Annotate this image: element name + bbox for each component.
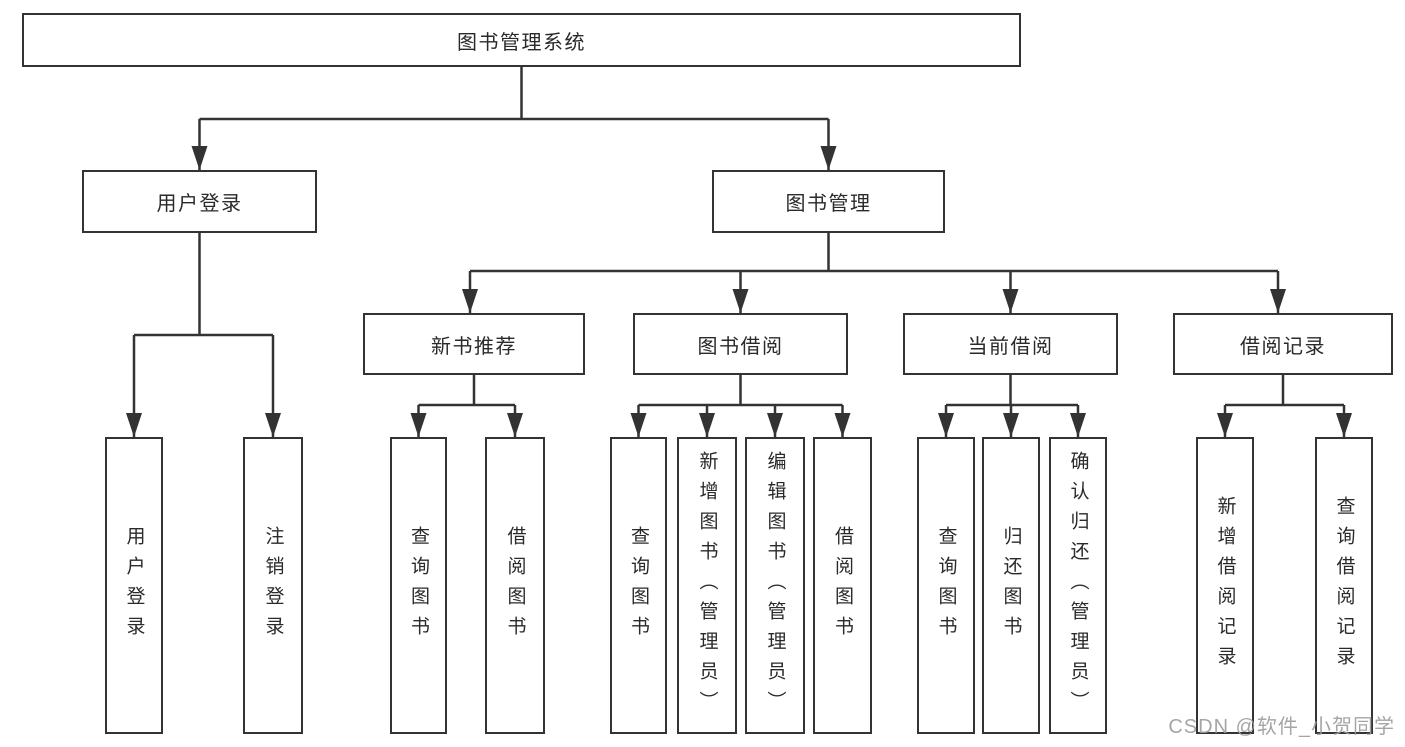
leaf-bb-query-books: 查询图书 [610,437,667,734]
node-book-management: 图书管理 [712,170,945,233]
leaf-bb-add-books-admin: 新增图书（管理员） [677,437,737,734]
leaf-user-login: 用户登录 [105,437,163,734]
csdn-watermark: CSDN @软件_小贺同学 [1168,716,1395,738]
branch-trunks [134,67,1344,407]
node-book-borrow: 图书借阅 [633,313,848,375]
leaf-nb-query-books: 查询图书 [390,437,447,734]
leaf-cb-confirm-return-admin: 确认归还（管理员） [1049,437,1107,734]
node-new-book-recommend: 新书推荐 [363,313,585,375]
node-borrow-record: 借阅记录 [1173,313,1393,375]
leaf-logout: 注销登录 [243,437,303,734]
leaf-br-query-record: 查询借阅记录 [1315,437,1373,734]
leaf-nb-borrow-books: 借阅图书 [485,437,545,734]
leaf-cb-return-books: 归还图书 [982,437,1040,734]
leaf-br-add-record: 新增借阅记录 [1196,437,1254,734]
node-user-login: 用户登录 [82,170,317,233]
leaf-bb-borrow-books: 借阅图书 [813,437,872,734]
node-current-borrow: 当前借阅 [903,313,1118,375]
leaf-bb-edit-books-admin: 编辑图书（管理员） [745,437,805,734]
node-library-management-system: 图书管理系统 [22,13,1021,67]
leaf-cb-query-books: 查询图书 [917,437,975,734]
